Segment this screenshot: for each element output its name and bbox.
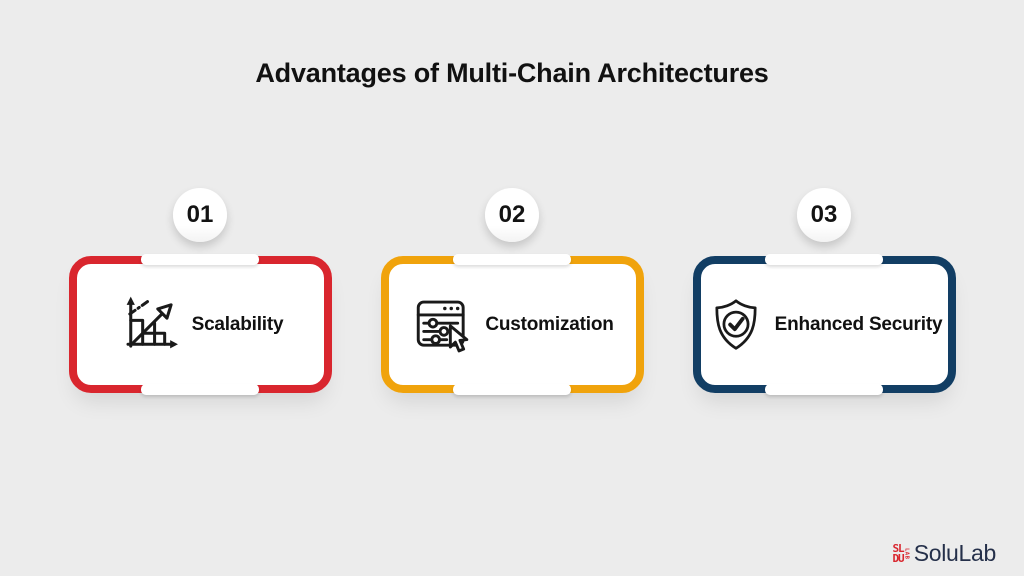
- card-enhanced-security: Enhanced Security: [692, 254, 956, 395]
- card-content: Customization: [389, 264, 636, 385]
- page-title: Advantages of Multi-Chain Architectures: [255, 58, 769, 88]
- brand-name: SoluLab: [913, 540, 997, 566]
- card-scalability: Scalability: [68, 254, 332, 395]
- number-badge-01: 01: [173, 188, 227, 242]
- card-frame-gap-bottom: [141, 384, 259, 395]
- card-content: Scalability: [77, 264, 324, 385]
- card-customization: Customization: [380, 254, 644, 395]
- card-label: Scalability: [191, 313, 284, 335]
- logo-mark-top: SL: [892, 541, 904, 555]
- solulab-logo-mark-icon: SL DU LAB: [892, 541, 910, 565]
- growth-chart-icon: [126, 296, 178, 348]
- badge-number: 01: [186, 201, 214, 228]
- logo-mark-letters: SL DU: [892, 541, 904, 565]
- card-column-enhanced-security: 03 Enhanced Security: [692, 188, 956, 395]
- card-frame-gap-bottom: [453, 384, 571, 395]
- cards-row: 01 Scalability: [0, 188, 1024, 395]
- card-frame-gap-bottom: [765, 384, 883, 395]
- solulab-logo: SL DU LAB SoluLab: [892, 540, 996, 567]
- number-badge-02: 02: [485, 188, 539, 242]
- badge-number: 03: [810, 201, 838, 228]
- shield-check-icon: [715, 298, 757, 350]
- card-frame-gap-top: [453, 254, 571, 265]
- card-label: Enhanced Security: [774, 313, 943, 335]
- window-sliders-cursor-icon: [417, 300, 469, 352]
- card-frame-gap-top: [765, 254, 883, 265]
- card-label: Customization: [485, 313, 614, 335]
- card-frame-gap-top: [141, 254, 259, 265]
- logo-mark-bottom: DU: [892, 551, 904, 565]
- card-column-scalability: 01 Scalability: [68, 188, 332, 395]
- card-content: Enhanced Security: [701, 264, 948, 385]
- badge-number: 02: [498, 201, 526, 228]
- card-column-customization: 02 C: [380, 188, 644, 395]
- logo-mark-side: LAB: [903, 547, 910, 560]
- number-badge-03: 03: [797, 188, 851, 242]
